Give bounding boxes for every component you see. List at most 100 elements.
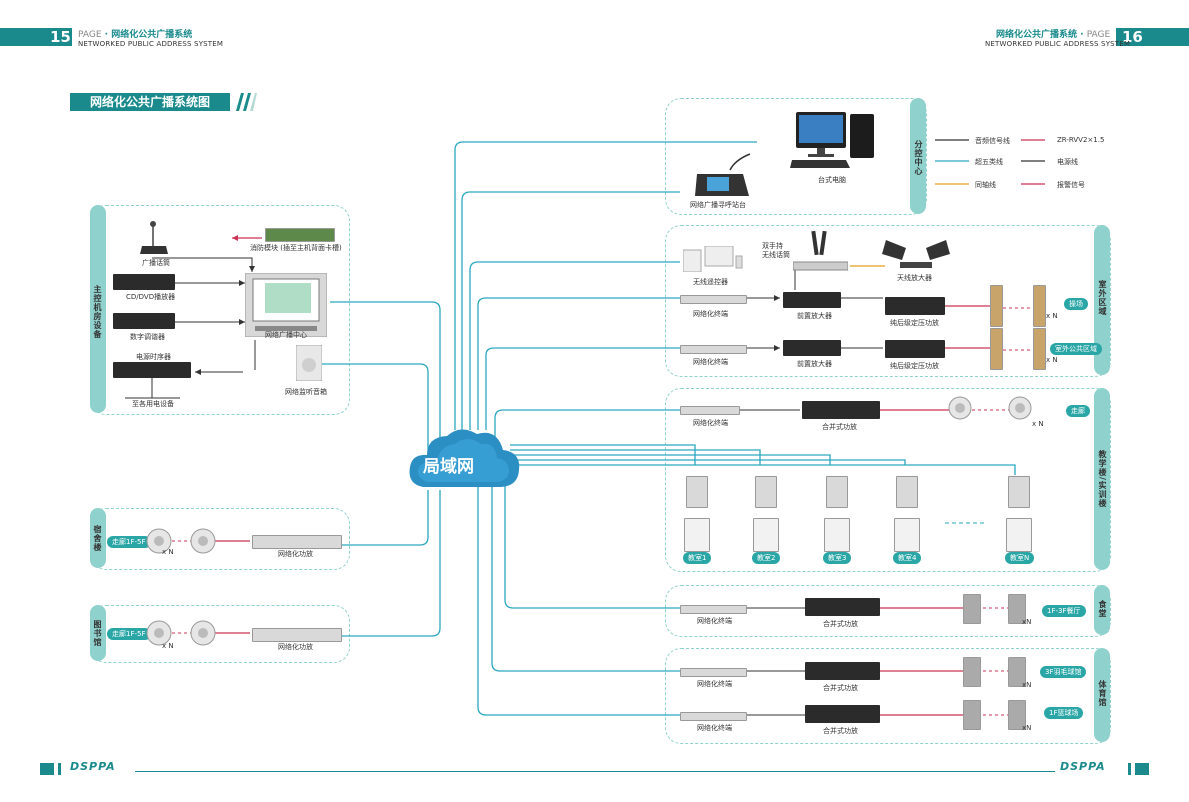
xn-gym-2: xN (1022, 724, 1032, 732)
dorm-speaker-a-icon (146, 528, 172, 554)
terminal-teaching (680, 406, 740, 415)
pc-label: 台式电脑 (818, 176, 846, 184)
terminal-gym-1 (680, 668, 747, 677)
mixer-amp-gym-2 (805, 705, 880, 723)
dorm-speaker-b-icon (190, 528, 216, 554)
sequencer-label: 电源时序器 (136, 353, 171, 361)
net-amp-library (252, 628, 342, 642)
terminal-outdoor-2 (680, 345, 747, 354)
left-page-label: PAGE (78, 30, 102, 40)
fire-module-label: 消防模块 (插至主机背面卡槽) (250, 244, 342, 252)
classroom-speaker-1 (684, 518, 710, 552)
classroom-4-badge: 教室4 (893, 552, 922, 564)
power-amp-2-label: 纯后级定压功放 (890, 362, 939, 370)
terminal-outdoor-2-label: 网络化终端 (693, 358, 728, 366)
terminal-canteen-label: 网络化终端 (697, 617, 732, 625)
zone-tab-canteen (1094, 585, 1110, 635)
preamp-2-label: 前置放大器 (797, 360, 832, 368)
footer-logo-right: DSPPA (1060, 760, 1106, 773)
canteen-speaker-b (1008, 594, 1026, 624)
zone-tab-control (910, 98, 926, 214)
legend-coax: 同轴线 (975, 181, 996, 189)
terminal-outdoor-1 (680, 295, 747, 304)
zone-label-gym: 体育馆 (1098, 680, 1107, 707)
footer-line (135, 771, 1055, 772)
mixer-amp-gym-2-label: 合并式功放 (823, 727, 858, 735)
zone-gym (665, 648, 1111, 744)
broadcast-center-icon (245, 273, 327, 337)
classroom-speaker-2 (753, 518, 779, 552)
library-speaker-b-icon (190, 620, 216, 646)
zone-tab-library (90, 605, 106, 661)
mixer-amp-gym-1 (805, 662, 880, 680)
preamp-1-label: 前置放大器 (797, 312, 832, 320)
terminal-canteen (680, 605, 747, 614)
classroom-n-badge: 教室N (1005, 552, 1035, 564)
footer-left-mark (40, 763, 54, 775)
broadcast-mic-icon (140, 221, 168, 254)
classroom-terminal-4 (896, 476, 918, 508)
left-header-title: PAGE · 网络化公共广播系统 (78, 30, 193, 40)
classroom-2-badge: 教室2 (752, 552, 781, 564)
gym-speaker-2a (963, 700, 981, 730)
gym-speaker-1b (1008, 657, 1026, 687)
antenna-label: 天线放大器 (897, 274, 932, 282)
right-header-title: 网络化公共广播系统 · PAGE (996, 30, 1111, 40)
monitor-speaker-icon (296, 345, 322, 381)
preamp-2-icon (783, 340, 841, 356)
xn-library: x N (162, 642, 174, 650)
classroom-3-badge: 教室3 (823, 552, 852, 564)
mixer-amp-teaching (802, 401, 880, 419)
classroom-speaker-3 (824, 518, 850, 552)
footer-right-mark (1135, 763, 1149, 775)
mic-label: 广播话筒 (142, 259, 170, 267)
footer-logo-left: DSPPA (70, 760, 116, 773)
legend-power: 电源线 (1057, 158, 1078, 166)
column-speaker-1b (1033, 285, 1046, 327)
badge-corridor: 走廊 (1066, 405, 1090, 417)
zone-label-outdoor: 室外区域 (1098, 280, 1107, 316)
right-header-bar (1116, 28, 1189, 46)
mixer-amp-canteen-label: 合并式功放 (823, 620, 858, 628)
footer-left-mark-bar (58, 763, 61, 775)
mixer-amp-gym-1-label: 合并式功放 (823, 684, 858, 692)
right-page-number: 16 (1122, 28, 1143, 46)
lan-label: 局域网 (423, 457, 474, 477)
paging-station-icon (695, 153, 751, 196)
footer-right-mark-bar (1128, 763, 1131, 775)
cd-player-icon (113, 274, 175, 290)
ceiling-speaker-1-icon (948, 396, 972, 420)
right-header-en: NETWORKED PUBLIC ADDRESS SYSTEM (985, 40, 1131, 48)
legend-audio: 音频信号线 (975, 137, 1010, 145)
left-page-number: 15 (50, 28, 71, 46)
tuner-icon (113, 313, 175, 329)
ceiling-speaker-2-icon (1008, 396, 1032, 420)
legend-alarm: 报警信号 (1057, 181, 1085, 189)
zone-label-canteen: 食堂 (1098, 600, 1107, 618)
badge-dorm: 走廊1F-5F (107, 536, 151, 548)
xn-canteen: xN (1022, 618, 1032, 626)
gym-speaker-1a (963, 657, 981, 687)
tuner-label: 数字调谐器 (130, 333, 165, 341)
preamp-1-icon (783, 292, 841, 308)
badge-outdoor-public: 室外公共区域 (1050, 343, 1102, 355)
remote-icon (683, 246, 743, 272)
net-amp-library-label: 网络化功放 (278, 643, 313, 651)
title-slashes (236, 93, 257, 111)
zone-label-library: 图书馆 (93, 620, 102, 647)
legend-zr: ZR-RVV2×1.5 (1057, 136, 1105, 144)
classroom-terminal-3 (826, 476, 848, 508)
fire-module-icon (265, 228, 335, 242)
power-amp-1-label: 纯后级定压功放 (890, 319, 939, 327)
terminal-gym-1-label: 网络化终端 (697, 680, 732, 688)
antenna-amp-icon (882, 240, 950, 268)
xn-gym-1: xN (1022, 681, 1032, 689)
canteen-speaker-a (963, 594, 981, 624)
column-speaker-2a (990, 328, 1003, 370)
legend-cat5: 超五类线 (975, 158, 1003, 166)
terminal-gym-2-label: 网络化终端 (697, 724, 732, 732)
badge-badminton: 3F羽毛球馆 (1040, 666, 1087, 678)
column-speaker-2b (1033, 328, 1046, 370)
classroom-terminal-1 (686, 476, 708, 508)
zone-canteen (665, 585, 1111, 637)
